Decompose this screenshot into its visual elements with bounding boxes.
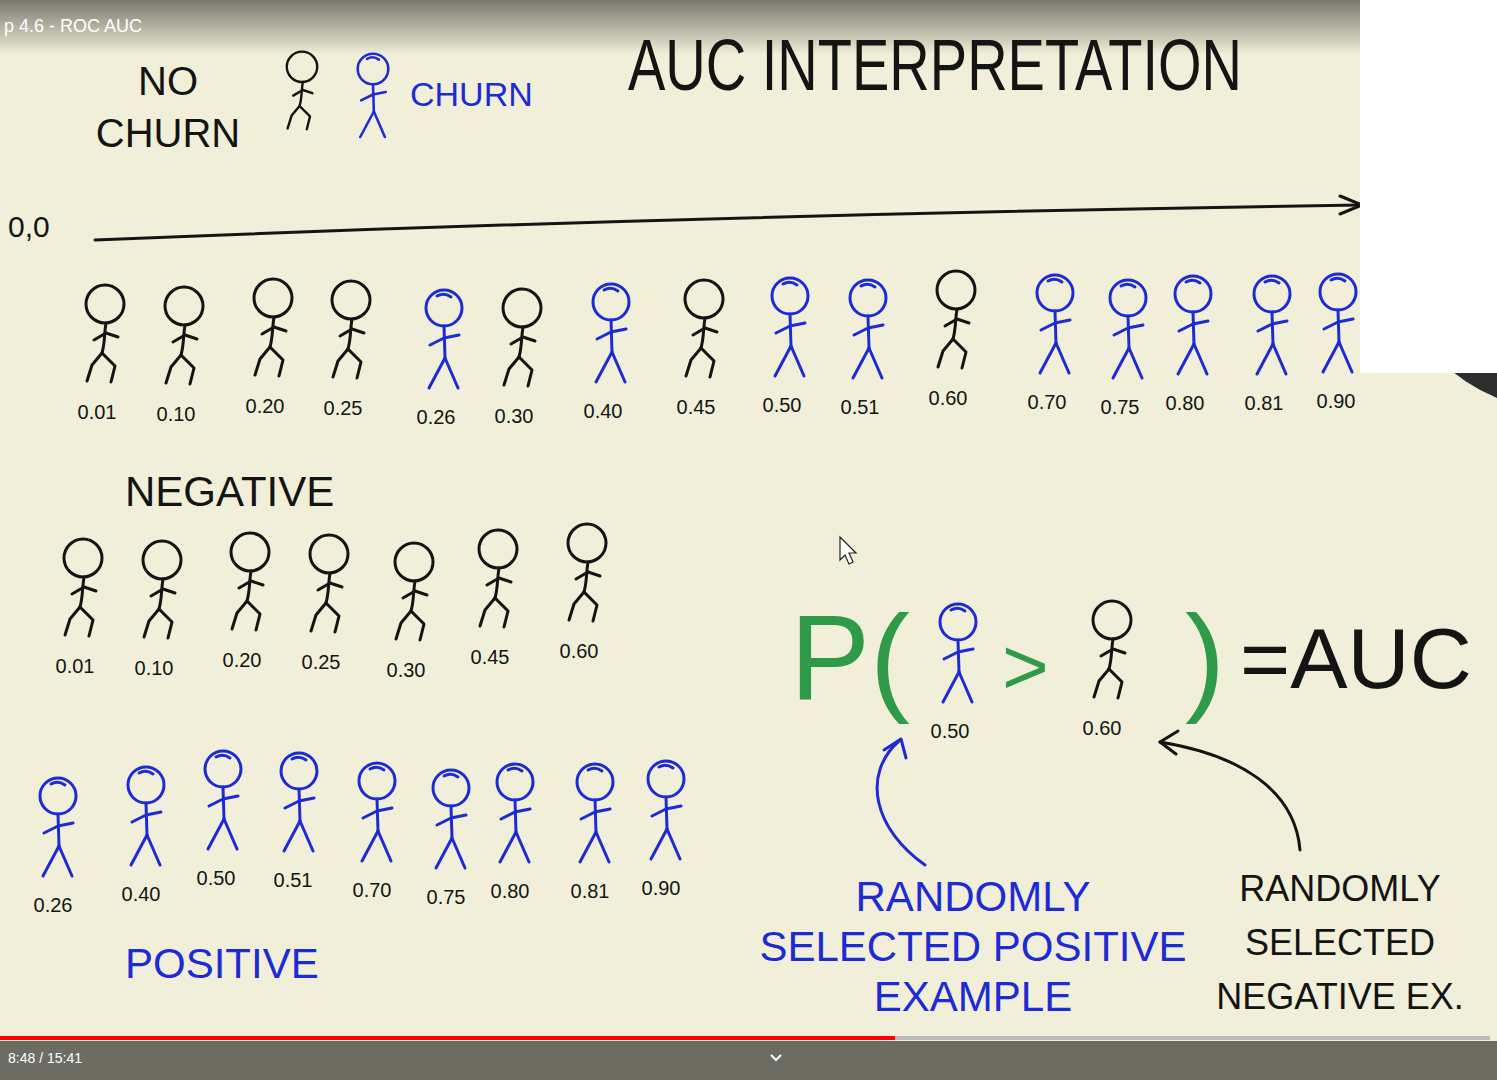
churn-figure: [359, 763, 395, 861]
score-value: 0.45: [677, 396, 716, 419]
no-churn-figure: [503, 289, 541, 386]
score-value: 0.20: [223, 649, 262, 672]
diagram-title: AUC INTERPRETATION: [628, 24, 1242, 108]
video-controls-band: [0, 1041, 1497, 1080]
churn-figure: [648, 761, 684, 859]
churn-figure: [1110, 280, 1146, 378]
score-value: 0.10: [135, 657, 174, 680]
callout-note: RANDOMLY SELECTED NEGATIVE EX.: [1190, 862, 1490, 1024]
class-heading: NEGATIVE: [125, 468, 334, 516]
arrowhead: [1160, 731, 1178, 754]
score-value: 0.81: [1245, 392, 1284, 415]
no-churn-figure: [479, 530, 517, 627]
score-value: 0.60: [1083, 717, 1122, 740]
churn-figure: [40, 778, 76, 876]
no-churn-figure: [568, 524, 606, 621]
score-value: 0.01: [78, 401, 117, 424]
score-value: 0.20: [246, 395, 285, 418]
score-value: 0.80: [491, 880, 530, 903]
churn-figure: [772, 278, 808, 376]
score-value: 0.90: [1317, 390, 1356, 413]
formula-symbol: >: [1002, 622, 1049, 712]
score-value: 0.30: [495, 405, 534, 428]
no-churn-figure: [64, 539, 102, 636]
churn-figure: [850, 280, 886, 378]
score-value: 0.10: [157, 403, 196, 426]
no-churn-figure: [143, 541, 181, 638]
churn-figure: [577, 764, 613, 862]
churn-figure: [128, 767, 164, 865]
churn-figure: [205, 751, 241, 849]
mouse-cursor: [840, 537, 856, 564]
callout-note: RANDOMLY SELECTED POSITIVE EXAMPLE: [742, 872, 1204, 1022]
arrowhead: [884, 739, 906, 758]
churn-figure: [1175, 276, 1211, 374]
score-value: 0.70: [353, 879, 392, 902]
leader-arrow: [1160, 742, 1300, 850]
churn-figure: [593, 284, 629, 382]
score-value: 0.50: [763, 394, 802, 417]
score-axis: [95, 205, 1360, 240]
churn-figure: [497, 764, 533, 862]
churn-figure: [1320, 274, 1356, 372]
no-churn-figure: [937, 271, 975, 368]
formula-result: =AUC: [1240, 610, 1472, 706]
churn-figure: [426, 290, 462, 388]
churn-figure: [433, 770, 469, 868]
no-churn-figure: [395, 543, 433, 640]
chevron-icon: [771, 1055, 781, 1060]
axis-arrowhead: [1340, 196, 1362, 214]
score-value: 0.45: [471, 646, 510, 669]
churn-figure: [1037, 275, 1073, 373]
score-value: 0.51: [841, 396, 880, 419]
no-churn-figure: [310, 535, 348, 632]
score-value: 0.70: [1028, 391, 1067, 414]
legend-label: CHURN: [410, 75, 533, 114]
score-value: 0.80: [1166, 392, 1205, 415]
score-value: 0.50: [197, 867, 236, 890]
video-time: 8:48 / 15:41: [8, 1050, 82, 1066]
score-value: 0.75: [427, 886, 466, 909]
progress-track: [0, 1036, 1490, 1040]
formula-symbol: P(: [790, 592, 910, 722]
formula-symbol: ): [1185, 592, 1225, 722]
score-value: 0.40: [122, 883, 161, 906]
score-value: 0.40: [584, 400, 623, 423]
score-value: 0.26: [417, 406, 456, 429]
score-value: 0.90: [642, 877, 681, 900]
score-value: 0.81: [571, 880, 610, 903]
score-value: 0.01: [56, 655, 95, 678]
score-value: 0.75: [1101, 396, 1140, 419]
score-value: 0.25: [324, 397, 363, 420]
no-churn-figure: [685, 280, 723, 377]
churn-figure: [1254, 276, 1290, 374]
no-churn-figure: [254, 279, 292, 376]
no-churn-figure: [231, 533, 269, 630]
leader-arrow: [877, 740, 925, 865]
lecture-title: p 4.6 - ROC AUC: [4, 16, 142, 37]
score-value: 0.60: [929, 387, 968, 410]
churn-figure: [940, 604, 976, 702]
progress-played: [0, 1036, 895, 1040]
no-churn-figure: [287, 52, 317, 130]
score-value: 0.50: [931, 720, 970, 743]
legend-label: NO CHURN: [88, 55, 248, 159]
churn-figure: [358, 54, 389, 137]
score-value: 0.25: [302, 651, 341, 674]
churn-figure: [281, 753, 317, 851]
no-churn-figure: [86, 285, 124, 382]
score-value: 0.51: [274, 869, 313, 892]
score-value: 0.60: [560, 640, 599, 663]
score-value: 0.30: [387, 659, 426, 682]
axis-origin: 0,0: [8, 210, 50, 245]
no-churn-figure: [165, 287, 203, 384]
overlay-panel: [1360, 0, 1497, 373]
no-churn-figure: [1093, 601, 1131, 698]
score-value: 0.26: [34, 894, 73, 917]
no-churn-figure: [332, 281, 370, 378]
class-heading: POSITIVE: [125, 940, 319, 988]
